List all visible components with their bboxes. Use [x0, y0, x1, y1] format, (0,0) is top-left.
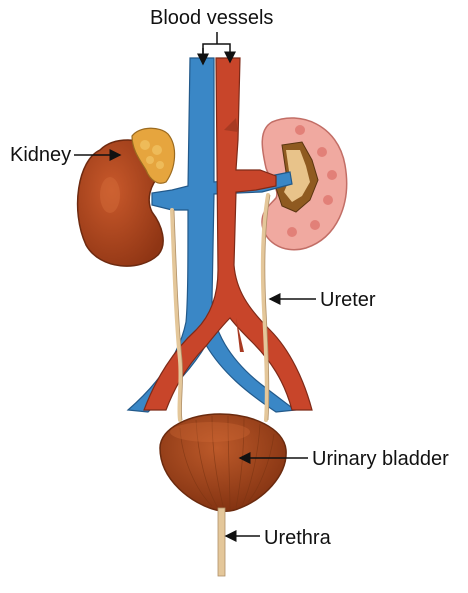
blood-vessels-label: Blood vessels: [150, 7, 274, 29]
urethra: [217, 507, 226, 577]
pointer-lines: [74, 32, 316, 542]
ureters: [170, 193, 270, 422]
urinary-bladder-label: Urinary bladder: [312, 448, 449, 470]
urethra-label: Urethra: [264, 527, 331, 549]
kidney-label: Kidney: [10, 144, 72, 166]
aorta: [143, 57, 313, 411]
ureter-label: Ureter: [320, 289, 376, 311]
urinary-bladder: [159, 413, 287, 513]
right-kidney-section: [261, 117, 348, 251]
vena-cava: [126, 57, 297, 413]
left-kidney: [76, 127, 176, 267]
